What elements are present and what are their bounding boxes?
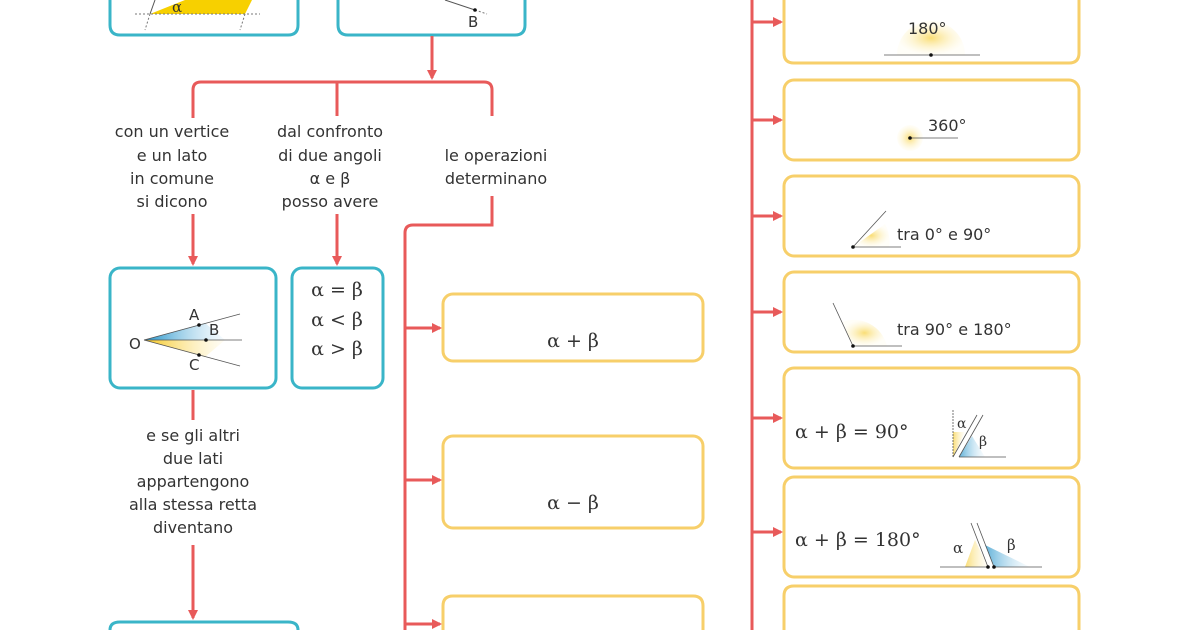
- svg-text:α + β = 90°: α + β = 90°: [795, 421, 909, 443]
- box-comparisons: [290, 266, 385, 390]
- box-adjacent-edge: [108, 620, 300, 630]
- svg-text:B: B: [468, 13, 478, 31]
- parallelogram-figure: α: [135, 0, 260, 31]
- svg-text:in comune: in comune: [130, 169, 214, 188]
- svg-text:due lati: due lati: [163, 449, 223, 468]
- svg-text:le operazioni: le operazioni: [445, 146, 548, 165]
- obtuse-angle-figure: tra 90° e 180°: [832, 302, 1012, 348]
- svg-text:β: β: [1007, 536, 1016, 554]
- box-top-left: [108, 0, 300, 37]
- svg-text:tra 0° e 90°: tra 0° e 90°: [897, 225, 991, 244]
- comparison-less: α < β: [311, 309, 363, 331]
- svg-text:A: A: [189, 306, 200, 324]
- acute-angle-figure: tra 0° e 90°: [851, 210, 991, 249]
- svg-text:e se gli altri: e se gli altri: [146, 426, 240, 445]
- box-complementary: [782, 366, 1081, 470]
- box-obtuse: [782, 270, 1081, 354]
- svg-text:B: B: [209, 321, 219, 339]
- svg-text:dal confronto: dal confronto: [277, 122, 383, 141]
- box-last: [782, 584, 1081, 630]
- svg-text:posso avere: posso avere: [282, 192, 379, 211]
- svg-text:360°: 360°: [928, 116, 967, 135]
- svg-text:tra 90° e 180°: tra 90° e 180°: [897, 320, 1012, 339]
- full-angle-figure: 360°: [897, 116, 967, 151]
- box-op3: [441, 594, 705, 630]
- consecutive-angles-figure: O A B C: [129, 306, 242, 374]
- svg-text:β: β: [979, 434, 987, 450]
- svg-text:C: C: [189, 356, 199, 374]
- box-flat: [782, 0, 1081, 65]
- complementary-angles-figure: α + β = 90° α β: [795, 410, 1006, 458]
- supplementary-angles-figure: α + β = 180° α β: [795, 522, 1042, 569]
- operation-sum: α + β: [547, 330, 599, 352]
- operation-difference: α − β: [547, 492, 599, 514]
- segment-figure: B: [444, 0, 488, 31]
- box-sum: [441, 292, 705, 363]
- branch-texts: con un vertice e un lato in comune si di…: [115, 122, 548, 537]
- svg-text:α: α: [172, 0, 182, 16]
- svg-text:180°: 180°: [908, 19, 947, 38]
- comparison-equal: α = β: [311, 279, 363, 301]
- box-difference: [441, 434, 705, 530]
- svg-text:si dicono: si dicono: [137, 192, 208, 211]
- svg-text:O: O: [129, 335, 141, 353]
- svg-text:α e β: α e β: [310, 169, 351, 188]
- box-acute: [782, 174, 1081, 258]
- svg-text:α + β = 180°: α + β = 180°: [795, 529, 921, 551]
- svg-text:diventano: diventano: [153, 518, 233, 537]
- svg-text:appartengono: appartengono: [137, 472, 250, 491]
- svg-text:α: α: [957, 416, 967, 432]
- connectors: [188, 0, 783, 630]
- svg-text:con un vertice: con un vertice: [115, 122, 229, 141]
- comparison-greater: α > β: [311, 338, 363, 360]
- box-supplementary: [782, 475, 1081, 579]
- svg-text:determinano: determinano: [445, 169, 547, 188]
- svg-text:di due angoli: di due angoli: [278, 146, 382, 165]
- svg-text:e un lato: e un lato: [137, 146, 208, 165]
- box-full: [782, 78, 1081, 162]
- svg-text:α: α: [953, 539, 963, 557]
- svg-text:alla stessa retta: alla stessa retta: [129, 495, 257, 514]
- box-consecutive: [108, 266, 278, 390]
- box-top-mid: [336, 0, 527, 37]
- flat-angle-figure: 180°: [884, 19, 980, 57]
